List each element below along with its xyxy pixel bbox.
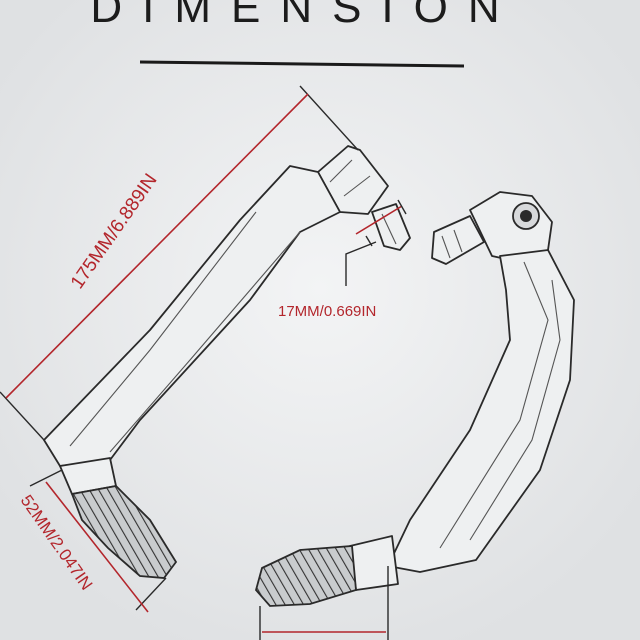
mount-extension-right: [397, 199, 407, 215]
right-lever-clamp-bolt: [520, 210, 532, 222]
left-lever-bolt: [371, 203, 411, 251]
left-lever-mount-detail: [329, 159, 371, 197]
mount-dimension: 17MM/0.669IN: [278, 199, 407, 320]
length-dimension-line: [5, 93, 309, 399]
right-lever-pivot-detail: [441, 229, 463, 259]
left-lever-arm-edge: [109, 231, 301, 453]
grip-extension-top: [29, 469, 63, 487]
mount-leader: [345, 241, 377, 286]
right-lever-grip: [255, 545, 357, 607]
right-grip-dimension: [259, 566, 389, 640]
right-lever: [255, 191, 575, 607]
length-extension-top: [299, 85, 359, 151]
right-lever-arm-edge: [469, 279, 561, 541]
left-lever-grip: [70, 485, 178, 579]
left-lever: [43, 145, 411, 579]
right-lever-collar: [349, 535, 399, 591]
length-extension-bottom: [0, 391, 45, 441]
title-underline: [139, 60, 465, 68]
mount-label: 17MM/0.669IN: [278, 303, 376, 320]
left-lever-arm-crease: [69, 211, 257, 447]
grip-extension-bottom: [135, 577, 167, 611]
right-lever-arm-crease: [439, 261, 549, 549]
mount-dimension-line: [355, 205, 403, 235]
title: DIMENSION: [90, 0, 519, 32]
left-lever-arm: [43, 165, 341, 467]
grip-dimension-line: [45, 481, 149, 613]
left-lever-bolt-detail: [381, 213, 397, 245]
right-lever-arm: [387, 249, 575, 573]
